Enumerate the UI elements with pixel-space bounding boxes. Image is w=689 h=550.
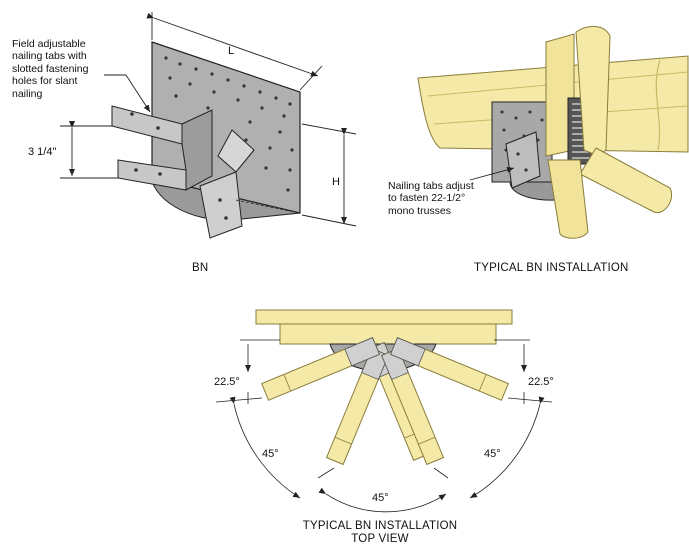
- nailing-note-leader: [469, 166, 515, 181]
- angle-label-bottom: 45°: [372, 492, 389, 504]
- field-note-line: holes for slant: [12, 75, 78, 88]
- field-note-leader: [104, 74, 151, 113]
- left-tab-web: [181, 109, 213, 191]
- dimension-depth-label: 3 1/4": [28, 146, 57, 158]
- angle-label-top-left: 22.5°: [214, 376, 240, 388]
- dimension-l: [146, 12, 323, 91]
- nailing-note-line: mono trusses: [388, 204, 452, 217]
- caption-top-view-line: TOP VIEW: [351, 533, 409, 546]
- mono-truss-down: [547, 159, 589, 239]
- nailing-note-line: Nailing tabs adjust: [388, 180, 474, 192]
- installation-illustration: [417, 26, 689, 239]
- angle-label-top-right: 22.5°: [528, 376, 554, 388]
- dimension-l-label: L: [228, 45, 235, 57]
- installed-nailing-tab: [505, 131, 541, 189]
- dimension-depth: [60, 121, 118, 179]
- caption-top-view-line: TYPICAL BN INSTALLATION: [302, 520, 458, 532]
- field-note-line: nailing tabs with: [12, 50, 87, 63]
- top-view-truss-left: [261, 337, 381, 401]
- top-view-beam-upper: [255, 309, 513, 325]
- caption-bn: BN: [192, 262, 209, 274]
- field-note-line: slotted fastening: [12, 62, 89, 75]
- caption-top-view: TYPICAL BN INSTALLATION TOP VIEW: [290, 520, 470, 546]
- top-view-truss-near-right: [381, 347, 445, 466]
- top-view-illustration: [215, 309, 553, 513]
- top-view-beam-lower: [279, 323, 497, 345]
- angle-label-left: 45°: [262, 448, 279, 460]
- dimension-h-label: H: [332, 176, 340, 188]
- field-note-line: Field adjustable: [12, 38, 86, 50]
- angle-guides: [215, 339, 553, 513]
- field-note-line: nailing: [12, 87, 43, 100]
- right-tab-lower: [199, 171, 243, 239]
- dimension-h: [301, 123, 357, 227]
- angle-label-right: 45°: [484, 448, 501, 460]
- nailing-note-line: to fasten 22-1/2°: [388, 192, 466, 205]
- mono-truss-right: [579, 147, 672, 214]
- caption-installation: TYPICAL BN INSTALLATION: [474, 262, 629, 274]
- field-note: Field adjustable nailing tabs with slott…: [12, 38, 88, 100]
- top-view-truss-far-right: [389, 337, 509, 401]
- bn-hanger-illustration: [60, 12, 357, 239]
- nailing-note: Nailing tabs adjust to fasten 22-1/2° mo…: [388, 180, 474, 217]
